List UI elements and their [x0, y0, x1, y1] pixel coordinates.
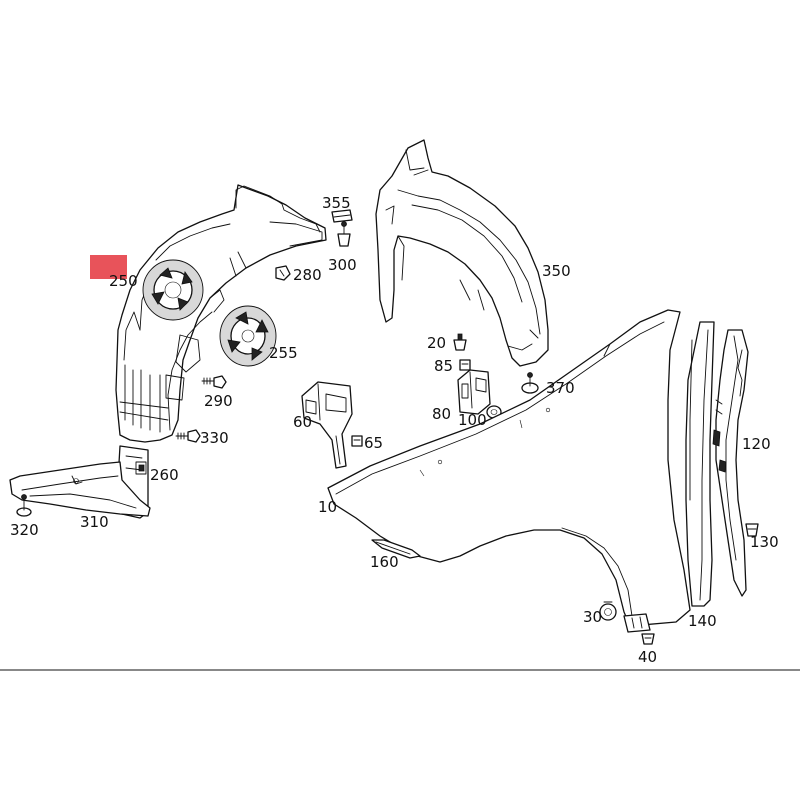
label-30: 30: [583, 608, 602, 626]
label-310: 310: [80, 513, 109, 531]
label-260: 260: [150, 466, 179, 484]
wheel-arch-liner-rear[interactable]: [375, 139, 549, 367]
label-130: 130: [750, 533, 779, 551]
label-330: 330: [200, 429, 229, 447]
label-120: 120: [742, 435, 771, 453]
emblem-160[interactable]: [371, 539, 421, 559]
label-80: 80: [432, 405, 451, 423]
vent-cover[interactable]: [219, 305, 277, 367]
label-140: 140: [688, 612, 717, 630]
label-255: 255: [269, 344, 298, 362]
wheel-arch-liner-front[interactable]: [115, 184, 327, 443]
screw-65[interactable]: [351, 435, 363, 447]
clip-130[interactable]: [745, 523, 759, 537]
label-320: 320: [10, 521, 39, 539]
clip-355[interactable]: [331, 209, 353, 223]
label-370: 370: [546, 379, 575, 397]
nut-30[interactable]: [599, 601, 617, 621]
label-65: 65: [364, 434, 383, 452]
label-160: 160: [370, 553, 399, 571]
label-60: 60: [293, 413, 312, 431]
bolt-40[interactable]: [641, 633, 655, 645]
label-290: 290: [204, 392, 233, 410]
part-labels: 10 20 30 40 60 65 80 85 100 120 130 140 …: [10, 194, 779, 666]
bracket-80[interactable]: [457, 369, 491, 415]
label-250: 250: [109, 272, 138, 290]
bracket-60[interactable]: [301, 381, 353, 469]
clip-280[interactable]: [275, 265, 291, 281]
label-350: 350: [542, 262, 571, 280]
pin-320[interactable]: [16, 494, 32, 517]
screw-290[interactable]: [201, 375, 227, 389]
screw-85[interactable]: [459, 359, 471, 371]
label-300: 300: [328, 256, 357, 274]
label-100: 100: [458, 411, 487, 429]
label-20: 20: [427, 334, 446, 352]
label-10: 10: [318, 498, 337, 516]
label-280: 280: [293, 266, 322, 284]
bracket-120[interactable]: [712, 329, 749, 597]
label-85: 85: [434, 357, 453, 375]
label-40: 40: [638, 648, 657, 666]
label-355: 355: [322, 194, 351, 212]
clip-370[interactable]: [521, 372, 539, 394]
highlight-marker: [90, 255, 127, 279]
clip-20[interactable]: [453, 333, 467, 351]
screw-330[interactable]: [175, 429, 201, 443]
fender-trim-140[interactable]: [685, 321, 715, 607]
lower-shield[interactable]: [9, 461, 151, 517]
rivet-300[interactable]: [337, 221, 351, 247]
front-fender[interactable]: [327, 309, 691, 633]
